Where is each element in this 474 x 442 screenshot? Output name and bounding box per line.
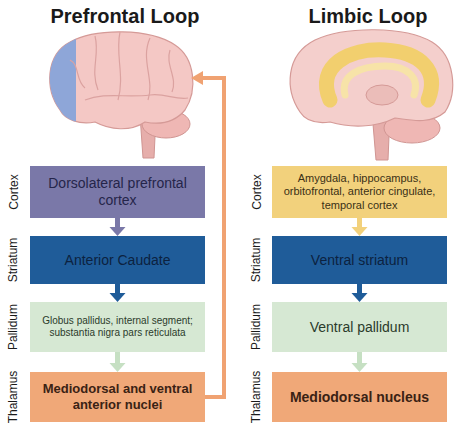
level-label: Thalamus xyxy=(6,371,20,424)
level-label: Cortex xyxy=(6,174,20,209)
flow-arrow xyxy=(352,352,368,372)
flow-arrow xyxy=(352,218,368,236)
lateral-brain xyxy=(40,28,193,158)
pallidum-box: Globus pallidus, internal segment; subst… xyxy=(30,302,205,352)
level-label: Pallidum xyxy=(6,304,20,350)
striatum-box: Ventral striatum xyxy=(272,236,447,284)
thalamus-box: Mediodorsal and ventral anterior nuclei xyxy=(30,372,205,422)
node-text: Ventral pallidum xyxy=(310,319,410,336)
panel-title: Prefrontal Loop xyxy=(51,5,200,28)
level-label: Striatum xyxy=(249,238,263,283)
level-label: Striatum xyxy=(6,238,20,283)
node-text: Mediodorsal nucleus xyxy=(290,389,429,406)
thalamus-box: Mediodorsal nucleus xyxy=(272,372,447,422)
node-text: Mediodorsal and ventral anterior nuclei xyxy=(38,381,197,412)
node-text: Ventral striatum xyxy=(311,252,408,269)
flow-arrow xyxy=(352,284,368,302)
level-label: Thalamus xyxy=(249,371,263,424)
node-text: Anterior Caudate xyxy=(65,252,171,269)
node-text: Amygdala, hippocampus, orbitofrontal, an… xyxy=(280,172,439,212)
node-text: Dorsolateral prefrontal cortex xyxy=(38,175,197,209)
panel-title: Limbic Loop xyxy=(309,5,428,28)
medial-brain xyxy=(290,30,453,160)
cortex-box: Dorsolateral prefrontal cortex xyxy=(30,166,205,218)
striatum-box: Anterior Caudate xyxy=(30,236,205,284)
cortex-box: Amygdala, hippocampus, orbitofrontal, an… xyxy=(272,166,447,218)
flow-arrow xyxy=(110,352,126,372)
level-label: Pallidum xyxy=(249,304,263,350)
node-text: Globus pallidus, internal segment; subst… xyxy=(38,315,197,339)
pallidum-box: Ventral pallidum xyxy=(272,302,447,352)
flow-arrow xyxy=(110,218,126,236)
level-label: Cortex xyxy=(249,174,263,209)
flow-arrow xyxy=(110,284,126,302)
